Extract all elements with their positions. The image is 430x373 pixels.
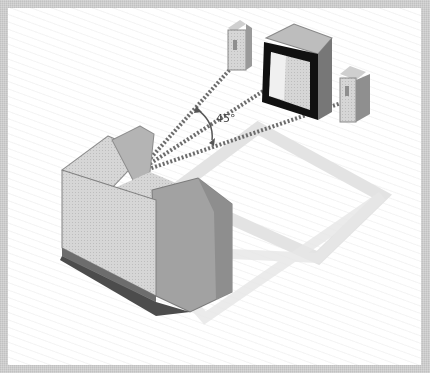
television-icon bbox=[262, 23, 333, 120]
left-speaker-icon bbox=[227, 20, 252, 71]
line-to-tv bbox=[138, 86, 270, 172]
right-speaker-icon bbox=[339, 66, 370, 123]
angle-indicator: 45° bbox=[194, 106, 236, 146]
angle-arc bbox=[197, 109, 213, 141]
sofa-icon bbox=[60, 125, 233, 316]
angle-label: 45° bbox=[216, 112, 236, 125]
line-to-left-speaker bbox=[138, 56, 242, 172]
